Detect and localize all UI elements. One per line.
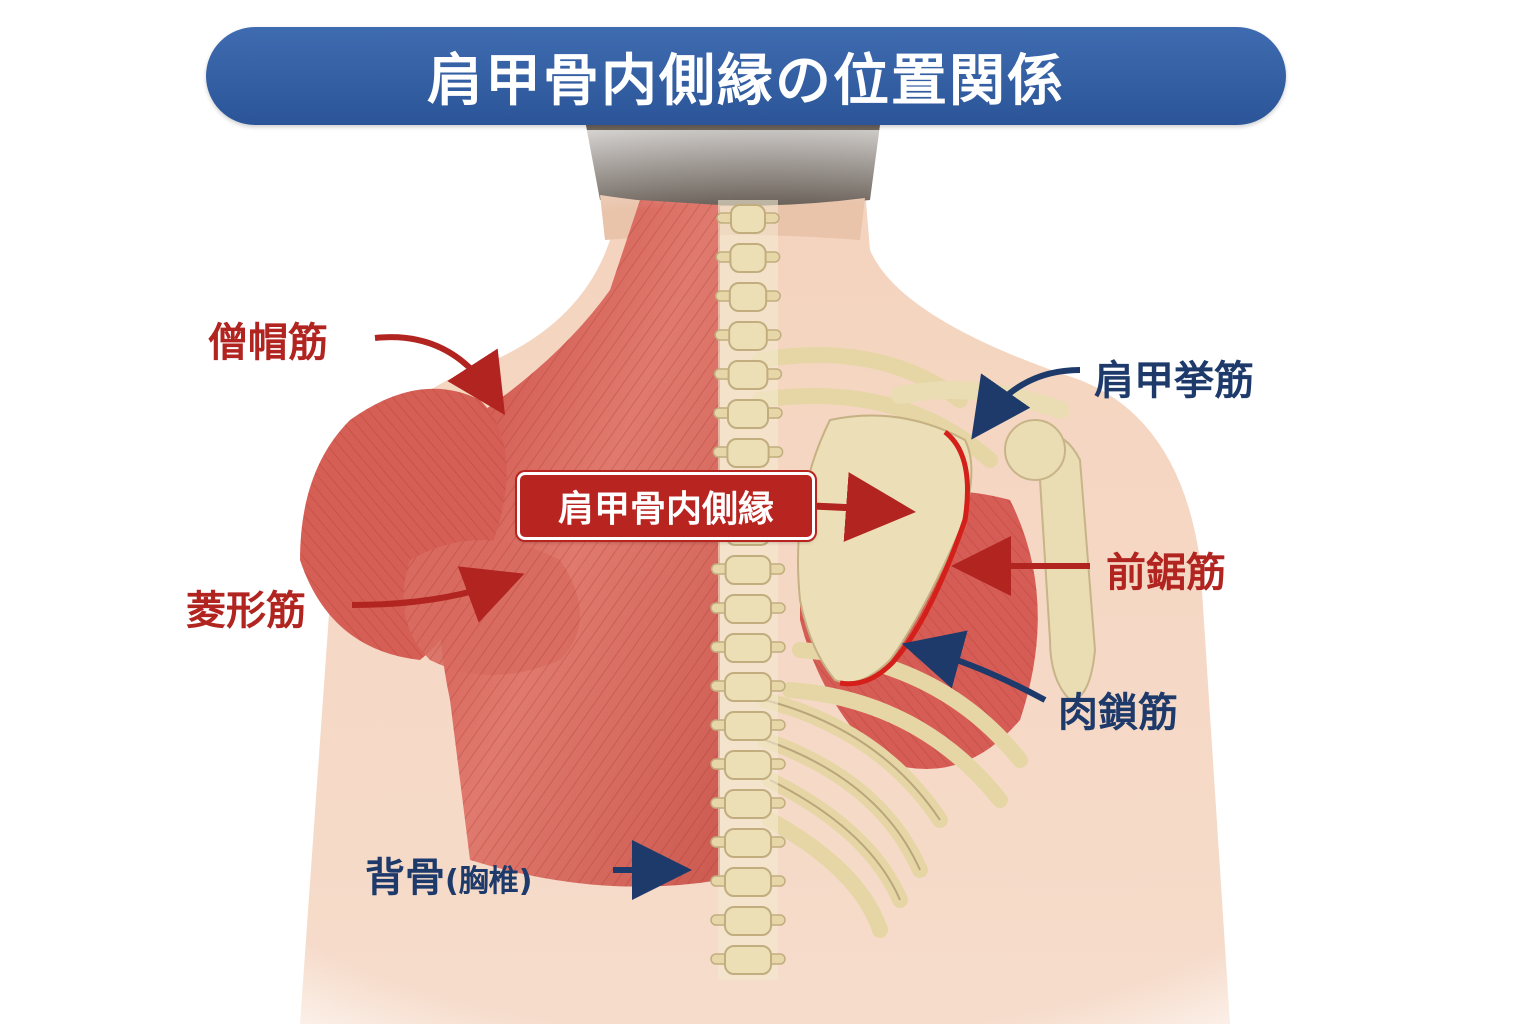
rhomboid-arrow (351, 566, 525, 623)
label-rhomboid: 菱形筋 (186, 588, 306, 634)
label-intercostal: 肉鎖筋 (1058, 690, 1178, 736)
label-spine-sub: (胸椎) (445, 864, 533, 899)
title-banner: 肩甲骨内側縁の位置関係 (206, 27, 1286, 125)
label-serratus-anterior: 前鋸筋 (1106, 550, 1226, 596)
label-spine: 背骨(胸椎) (365, 845, 532, 903)
label-trapezius: 僧帽筋 (208, 320, 328, 366)
page-title: 肩甲骨内側縁の位置関係 (427, 48, 1065, 114)
medial-border-arrow (811, 472, 916, 542)
trapezius-arrow (374, 334, 506, 416)
intercostal-arrow (901, 630, 1047, 703)
label-spine-main: 背骨 (365, 855, 445, 901)
label-levator-scapulae: 肩甲挙筋 (1094, 358, 1254, 404)
label-medial-border-box: 肩甲骨内側縁 (517, 472, 815, 540)
levator-arrow (971, 367, 1081, 440)
label-medial-border: 肩甲骨内側縁 (557, 489, 774, 530)
